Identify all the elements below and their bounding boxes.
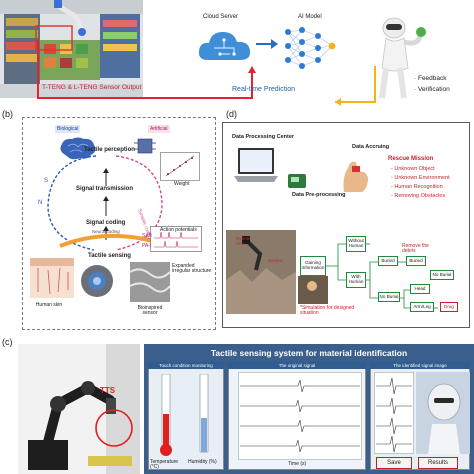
results-button[interactable]: Results — [418, 457, 458, 469]
touch-monitor-header: Touch condition monitoring — [148, 362, 224, 369]
panel-d-frame — [222, 122, 470, 328]
cloud-server-label: Cloud Server — [203, 14, 239, 20]
panel-c-label: (c) — [2, 337, 13, 347]
feedback-label: · Feedback — [414, 75, 447, 82]
tts-label: TTS — [100, 386, 116, 395]
ai-model-label: AI Model — [298, 14, 322, 20]
panel-d-label: (d) — [226, 109, 237, 119]
simulation-photo — [298, 276, 328, 304]
identified-signal-plot — [374, 372, 414, 454]
software-title: Tactile sensing system for material iden… — [210, 348, 408, 358]
action-potentials-label: Action potentials — [160, 227, 197, 233]
robot-arm-photo — [18, 344, 140, 474]
process-cycle — [47, 155, 163, 251]
sa1-label: SA-I — [142, 233, 152, 239]
rescue-title: Rescue Mission — [388, 156, 434, 162]
humidity-label: Humidity (%) — [188, 459, 217, 465]
data-accruing-label: Data Accruing — [352, 144, 390, 150]
rubble-photo — [226, 230, 296, 314]
humidity-gauge — [199, 374, 209, 453]
expanded-label: Expanded irregular structure — [172, 263, 212, 275]
original-signal-plot — [238, 372, 362, 460]
identified-image-header: The identified signal image — [370, 362, 470, 369]
head-node: Head — [410, 284, 430, 294]
rescue-item: - Human Recognition — [391, 184, 443, 190]
save-button[interactable]: Save — [376, 457, 412, 469]
arc-left-label: S — [44, 178, 49, 184]
rescue-item: - Unknown Object — [391, 166, 435, 172]
buried-node: Buried — [378, 256, 398, 266]
artificial-tag: Artificial — [148, 125, 170, 133]
sensor-tag: Sensor — [268, 258, 283, 263]
buried2-node: Buried — [406, 256, 426, 266]
arm-leg-node: Arm/Leg — [410, 302, 434, 312]
weight-plot — [160, 152, 200, 181]
robotic-arm-tag: Robotic Arm — [236, 236, 252, 246]
simulation-label: *Simulation for designed situation — [300, 305, 355, 317]
robot-figure — [379, 17, 426, 99]
time-label: Time (s) — [288, 461, 307, 467]
supermarket-photo — [0, 0, 143, 98]
action-potentials-plot — [150, 226, 202, 252]
biological-tag: Biological — [55, 125, 81, 133]
original-signal-header: The original signal — [228, 362, 366, 369]
verification-label: · Verification — [414, 86, 450, 93]
panel-b-frame — [22, 117, 216, 330]
without-human-node: Without Human — [346, 236, 366, 252]
cloud-to-ai-arrow — [256, 39, 278, 49]
rescue-item: - Unknown Environment — [391, 175, 450, 181]
cloud-icon — [198, 32, 251, 60]
brain-icon — [60, 137, 96, 160]
neural-coding-label: Neural coding — [92, 229, 120, 234]
signal-transmission-label: Signal transmission — [76, 186, 134, 192]
neural-network-icon — [285, 27, 336, 69]
feedback-arrow — [335, 66, 376, 106]
supermarket-scene — [0, 0, 143, 98]
arc-left2-label: N — [38, 200, 43, 206]
hand-sensor-icon — [343, 161, 368, 192]
temperature-gauge — [160, 374, 172, 456]
rescue-item: - Removing Obstacles — [391, 193, 446, 199]
output-arrow — [37, 40, 256, 99]
sem-image — [130, 262, 170, 302]
chip-icon — [134, 138, 156, 154]
processing-center-label: Data Processing Center — [232, 134, 295, 140]
tactile-sensing-label: Tactile sensing — [88, 253, 131, 259]
preprocessing-label: Data Pre-processing — [292, 192, 346, 198]
signal-coding-label: Signal coding — [86, 220, 126, 226]
no-burial2-node: No Burial — [430, 270, 454, 280]
logger-icon — [288, 174, 306, 188]
drag-node: Drag — [440, 302, 458, 312]
panel-b-label: (b) — [2, 109, 13, 119]
tactile-perception-label: Tactile perception — [84, 147, 135, 153]
skin-diagram — [30, 258, 74, 298]
sensor-output-label: T-TENG & L-TENG Sensor Output — [42, 84, 142, 91]
gaining-node: Gaining Information — [300, 256, 326, 276]
pa1-label: PA-I — [142, 243, 152, 249]
temperature-label: Temperature (°C) — [150, 459, 179, 471]
laptop-icon — [234, 148, 278, 182]
human-skin-label: Human skin — [35, 302, 63, 308]
remove-debris-label: Remove the debris — [402, 243, 429, 255]
robot-face-image — [416, 372, 470, 454]
prediction-label: Real-time Prediction — [232, 86, 296, 93]
with-human-node: With Human — [346, 272, 366, 288]
decision-tree-lines — [326, 243, 438, 309]
sensor-disk — [81, 265, 113, 297]
weight-label: Weight — [174, 181, 190, 187]
no-burial-node: No Burial — [378, 292, 400, 302]
biosensor-label: Bioinspired sensor — [137, 305, 163, 317]
